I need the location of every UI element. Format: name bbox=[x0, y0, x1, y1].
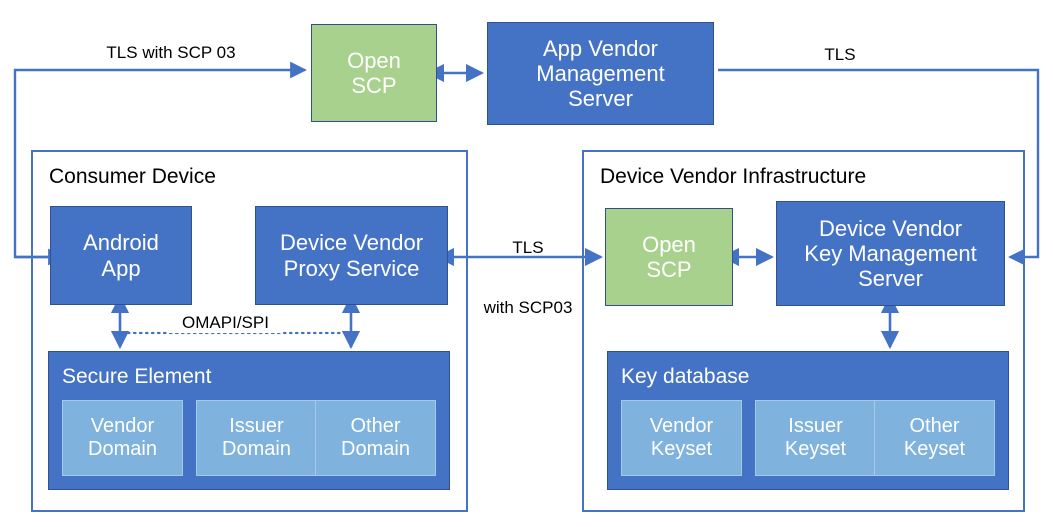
app-vendor-line1: App Vendor bbox=[543, 35, 658, 61]
issuer-domain-line2: Domain bbox=[222, 438, 291, 460]
device-vendor-key-management-server-box[interactable]: Device Vendor Key Management Server bbox=[776, 201, 1005, 306]
device-vendor-infrastructure-title: Device Vendor Infrastructure bbox=[600, 165, 867, 188]
edge-label-tls-with-scp03-top: TLS with SCP 03 bbox=[106, 43, 236, 62]
other-keyset-line1: Other bbox=[909, 415, 960, 437]
key-database-vendor-keyset[interactable]: Vendor Keyset bbox=[621, 400, 742, 476]
consumer-device-title: Consumer Device bbox=[49, 165, 216, 188]
app-vendor-line2: Management bbox=[536, 60, 665, 86]
app-vendor-line3: Server bbox=[568, 86, 633, 112]
consumer-device-panel bbox=[31, 150, 468, 512]
key-database-label: Key database bbox=[621, 365, 750, 388]
edge-label-omapi-spi: OMAPI/SPI bbox=[168, 313, 283, 333]
issuer-keyset-line1: Issuer bbox=[788, 415, 843, 437]
other-keyset-line2: Keyset bbox=[903, 438, 966, 460]
kms-line1: Device Vendor bbox=[818, 215, 963, 241]
tls-scp03-mid-line1: TLS bbox=[512, 238, 544, 257]
edge-label-tls-right: TLS bbox=[824, 45, 856, 64]
secure-element-label: Secure Element bbox=[62, 365, 212, 388]
secure-element-vendor-domain[interactable]: Vendor Domain bbox=[62, 400, 183, 476]
device-vendor-proxy-service-box[interactable]: Device Vendor Proxy Service bbox=[255, 206, 448, 305]
device-vendor-infrastructure-panel bbox=[582, 150, 1025, 512]
vendor-domain-line2: Domain bbox=[88, 438, 157, 460]
key-database-issuer-keyset[interactable]: Issuer Keyset bbox=[755, 400, 876, 476]
proxy-service-line1: Device Vendor bbox=[279, 230, 424, 256]
tls-scp03-mid-line2: with SCP03 bbox=[483, 298, 573, 317]
vendor-keyset-line1: Vendor bbox=[649, 415, 714, 437]
app-vendor-management-server-box[interactable]: App Vendor Management Server bbox=[487, 22, 714, 125]
open-scp-right-line1: Open bbox=[642, 231, 696, 257]
open-scp-right-line2: SCP bbox=[646, 257, 692, 282]
edge-label-tls-with-scp03-middle: TLS with SCP03 bbox=[472, 198, 584, 358]
open-scp-right-box[interactable]: Open SCP bbox=[605, 208, 733, 306]
open-scp-top-line2: SCP bbox=[351, 73, 397, 98]
kms-line3: Server bbox=[858, 266, 923, 292]
vendor-keyset-line2: Keyset bbox=[650, 438, 713, 460]
proxy-service-line2: Proxy Service bbox=[283, 255, 420, 281]
other-domain-line1: Other bbox=[350, 415, 401, 437]
kms-line2: Key Management bbox=[804, 240, 977, 266]
other-domain-line2: Domain bbox=[341, 438, 410, 460]
vendor-domain-line1: Vendor bbox=[90, 415, 155, 437]
secure-element-issuer-domain[interactable]: Issuer Domain bbox=[196, 400, 317, 476]
issuer-domain-line1: Issuer bbox=[229, 415, 284, 437]
android-app-line1: Android bbox=[83, 230, 159, 256]
key-database-other-keyset[interactable]: Other Keyset bbox=[874, 400, 995, 476]
issuer-keyset-line2: Keyset bbox=[784, 438, 847, 460]
open-scp-top-line1: Open bbox=[347, 47, 401, 73]
android-app-line2: App bbox=[101, 255, 141, 281]
android-app-box[interactable]: Android App bbox=[50, 206, 192, 305]
secure-element-other-domain[interactable]: Other Domain bbox=[315, 400, 436, 476]
open-scp-top-box[interactable]: Open SCP bbox=[311, 24, 437, 122]
